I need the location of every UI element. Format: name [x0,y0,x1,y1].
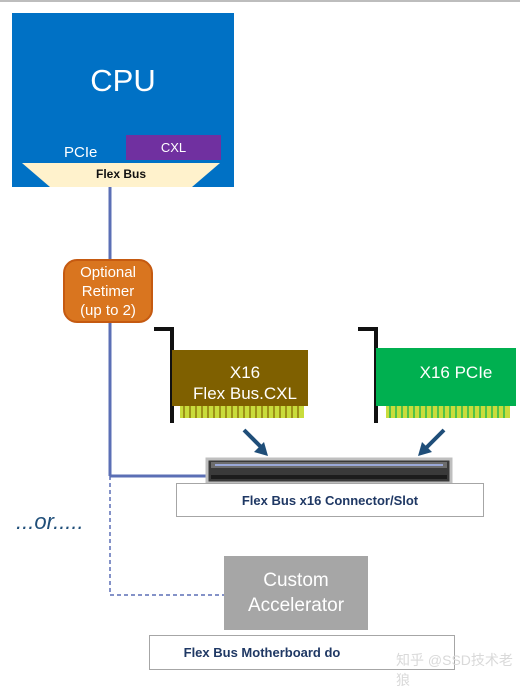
retimer-line-3: (up to 2) [80,302,136,319]
arrow-icon-left [242,428,268,456]
flex-bus-cxl-card [154,327,308,423]
cxl-card-line-2: Flex Bus.CXL [193,384,297,403]
watermark: 知乎 @SSD技术老狼 [396,652,513,688]
cxl-card-line-1: X16 [229,363,261,382]
optional-retimer-box: Optional Retimer (up to 2) [63,259,153,323]
accelerator-line-1: Custom [263,570,329,591]
or-text: ...or..... [16,509,84,534]
slot-label-box: Flex Bus x16 Connector/Slot [176,483,484,517]
cxl-label: CXL [160,140,187,155]
x16-pcie-card [358,327,516,423]
arrow-icon-right [418,428,446,456]
cpu-block: CPU PCIe CXL [12,13,234,187]
retimer-line-2: Retimer [81,283,135,300]
slot-label: Flex Bus x16 Connector/Slot [241,492,419,508]
x16-connector-slot [205,457,453,485]
flex-bus-label: Flex Bus [95,167,146,181]
retimer-line-1: Optional [80,264,136,281]
pcie-label: PCIe [64,144,98,161]
flex-bus-trapezoid [22,163,220,187]
motherboard-label: Flex Bus Motherboard do [183,645,341,660]
pcie-card-label: X16 PCIe [419,363,493,382]
cxl-label-box: CXL [126,135,221,160]
custom-accelerator-box: Custom Accelerator [224,556,368,630]
motherboard-label-box: Flex Bus Motherboard do [149,635,455,670]
cxl-card-label: X16 Flex Bus.CXL [180,362,310,404]
accelerator-line-2: Accelerator [247,595,345,616]
top-border-line [0,0,520,2]
cpu-title: CPU [90,63,156,98]
